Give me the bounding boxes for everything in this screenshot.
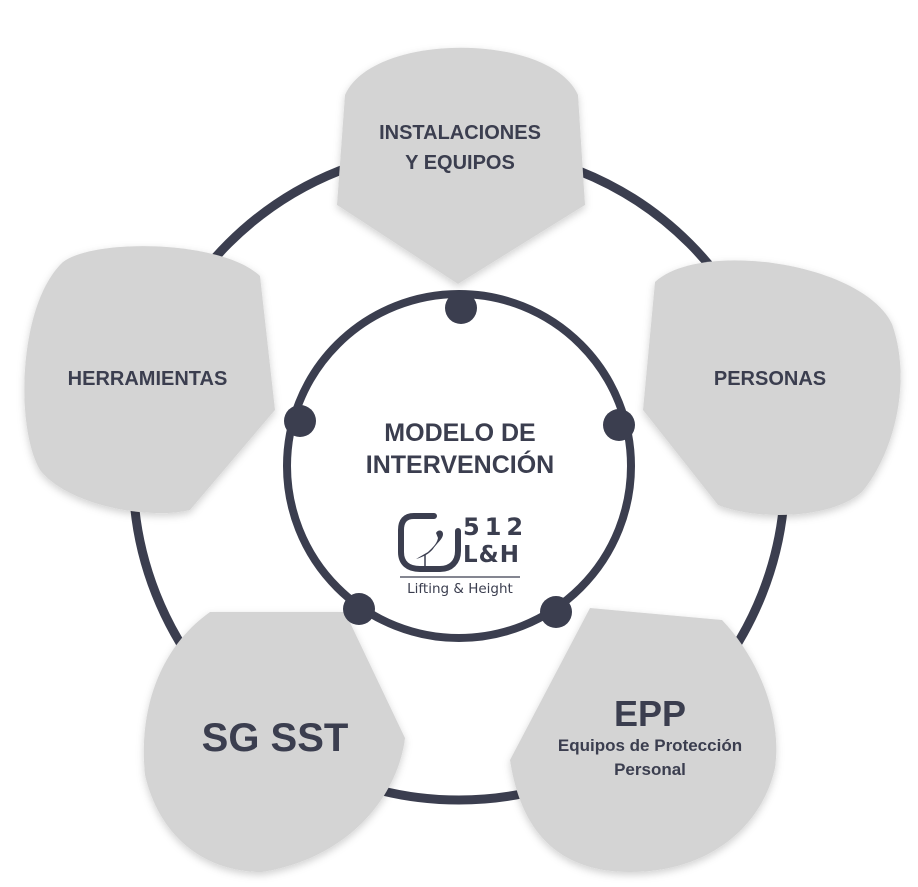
center-title: MODELO DE INTERVENCIÓN (330, 417, 590, 481)
logo-letters: L&H (463, 542, 520, 568)
epp-subtitle-line: Equipos de Protección (557, 736, 743, 755)
logo-tagline: Lifting & Height (407, 581, 513, 597)
epp-title: EPP (613, 693, 687, 734)
petal-right (643, 260, 901, 515)
heron-frame-icon (398, 513, 461, 572)
center-title-line: INTERVENCIÓN (365, 451, 555, 479)
label-instalaciones-y-equipos: INSTALACIONES Y EQUIPOS (340, 118, 580, 178)
connector-dot-left (284, 405, 316, 437)
connector-dot-bottom-right (540, 596, 572, 628)
connector-dot-right (603, 409, 635, 441)
connector-dot-top (445, 292, 477, 324)
label-epp: EPP Equipos de Protección Personal (530, 694, 770, 782)
label-line: PERSONAS (713, 368, 827, 390)
label-line: SG SST (201, 716, 349, 760)
petal-bottom-left (143, 612, 405, 872)
label-herramientas: HERRAMIENTAS (40, 364, 255, 394)
label-line: HERRAMIENTAS (67, 368, 228, 390)
center-title-line: MODELO DE (384, 419, 536, 447)
connector-dot-bottom-left (343, 593, 375, 625)
label-sg-sst: SG SST (180, 716, 370, 760)
label-line: INSTALACIONES (379, 122, 541, 144)
logo-number: 512 (463, 513, 529, 541)
logo-graphic (398, 513, 520, 578)
label-line: Y EQUIPOS (405, 152, 515, 174)
heron-icon (416, 530, 443, 559)
petal-bottom-right (510, 608, 777, 872)
epp-subtitle-line: Personal (614, 760, 686, 779)
label-personas: PERSONAS (680, 364, 860, 394)
petal-top (337, 47, 585, 284)
petal-left (24, 246, 275, 514)
